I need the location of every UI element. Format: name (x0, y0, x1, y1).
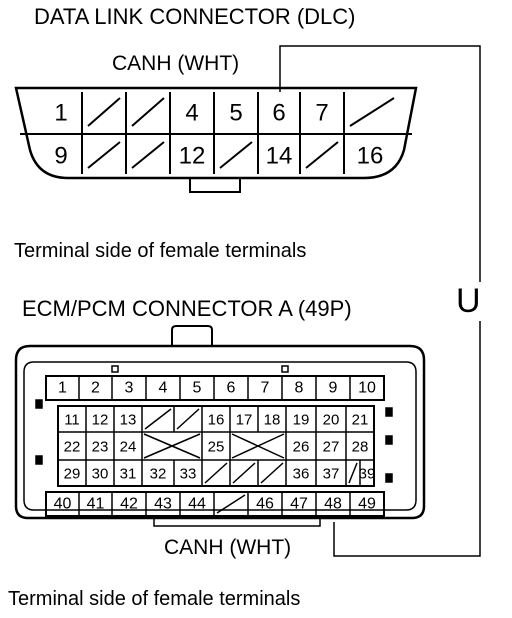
ecm-side-tab (385, 435, 393, 445)
ecm-blank-cell-slash (176, 408, 200, 430)
ecm-bottom-lip (153, 516, 321, 527)
ecm-pin-number: 3 (125, 380, 134, 397)
ecm-pin-number: 25 (208, 439, 225, 456)
ecm-pin-number: 23 (92, 439, 109, 456)
ecm-pin-number: 28 (352, 439, 369, 456)
ecm-pin-number: 33 (180, 466, 197, 483)
ecm-side-tab (35, 455, 43, 465)
ecm-pin-number: 13 (120, 412, 137, 429)
continuity-symbol: U (454, 282, 483, 321)
ecm-pin-number: 1 (58, 380, 67, 397)
ecm-pin-number: 11 (64, 412, 80, 429)
ecm-pin-number: 41 (87, 496, 105, 513)
ecm-pin-number: 18 (264, 412, 281, 429)
dlc-blank-cell-slash (349, 97, 395, 127)
dlc-blank-cell-slash (305, 141, 339, 169)
ecm-pin-number: 19 (293, 412, 310, 429)
dlc-side-note: Terminal side of female terminals (14, 240, 307, 262)
ecm-side-tab (385, 407, 393, 417)
ecm-pin-number: 22 (64, 439, 81, 456)
ecm-pin-number: 47 (290, 496, 308, 513)
ecm-pin-number: 29 (64, 466, 81, 483)
ecm-pin-number: 9 (329, 380, 338, 397)
ecm-blank-cell-slash (144, 408, 172, 430)
ecm-pin-number: 48 (324, 496, 342, 513)
ecm-pin-number: 4 (159, 380, 168, 397)
ecm-pin-number: 42 (120, 496, 138, 513)
ecm-pin-number: 40 (54, 496, 72, 513)
ecm-key-mark (281, 365, 289, 373)
ecm-blank-cell-slash (260, 462, 284, 484)
ecm-pin-number: 21 (352, 412, 369, 429)
dlc-pin-number: 6 (272, 100, 285, 127)
ecm-blank-cell-slash (232, 462, 256, 484)
ecm-pin-number: 26 (293, 439, 310, 456)
ecm-pin-number: 12 (92, 412, 109, 429)
dlc-pin-number: 9 (54, 143, 67, 170)
ecm-pin-number: 27 (323, 439, 340, 456)
ecm-blank-cell-slash (216, 494, 246, 514)
dlc-pin-number: 4 (185, 100, 198, 127)
ecm-pin-number: 16 (208, 412, 225, 429)
ecm-blank-block-cross (143, 433, 201, 459)
dlc-title: DATA LINK CONNECTOR (DLC) (34, 4, 356, 29)
ecm-key-mark (111, 365, 119, 373)
ecm-pin-number: 5 (193, 380, 202, 397)
ecm-side-tab (35, 399, 43, 409)
ecm-pin-number: 31 (120, 466, 137, 483)
ecm-top-latch (171, 325, 213, 346)
ecm-pin-number: 49 (358, 496, 376, 513)
dlc-pin-number: 7 (315, 100, 328, 127)
ecm-blank-block-cross (231, 433, 285, 459)
dlc-blank-cell-slash (131, 141, 165, 169)
ecm-pin-number: 17 (236, 412, 253, 429)
dlc-canh-label: CANH (WHT) (112, 52, 240, 75)
ecm-title: ECM/PCM CONNECTOR A (49P) (22, 296, 352, 321)
ecm-side-note: Terminal side of female terminals (8, 588, 301, 610)
ecm-pin-number: 36 (293, 466, 310, 483)
dlc-pin-number: 12 (179, 143, 206, 170)
ecm-row1-frame (45, 375, 385, 401)
ecm-row5-frame (45, 491, 385, 517)
dlc-pin-number: 1 (54, 100, 67, 127)
ecm-pin-number: 6 (227, 380, 236, 397)
ecm-blank-cell-slash (348, 462, 358, 484)
ecm-pin-number: 43 (154, 496, 172, 513)
dlc-latch (189, 178, 241, 193)
dlc-pin-number: 14 (266, 143, 293, 170)
ecm-pin-number: 37 (323, 466, 340, 483)
ecm-canh-label: CANH (WHT) (164, 536, 292, 559)
ecm-pin-number: 2 (91, 380, 100, 397)
ecm-pin-number: 24 (120, 439, 137, 456)
dlc-blank-cell-slash (219, 141, 253, 169)
ecm-pin-number: 10 (358, 380, 376, 397)
dlc-blank-cell-slash (87, 97, 121, 127)
ecm-side-tab (385, 473, 393, 483)
ecm-pin-number: 32 (150, 466, 167, 483)
ecm-pin-number: 20 (323, 412, 340, 429)
ecm-connector-shell (14, 344, 426, 520)
ecm-pin-number: 7 (261, 380, 270, 397)
ecm-blank-cell-slash (204, 462, 228, 484)
dlc-pin-number: 16 (357, 143, 384, 170)
ecm-middle-block (57, 405, 375, 487)
dlc-blank-cell-slash (131, 97, 165, 127)
ecm-pin-number: 39 (359, 466, 376, 483)
dlc-pin-number: 5 (229, 100, 242, 127)
ecm-pin-number: 44 (188, 496, 206, 513)
ecm-pin-number: 46 (256, 496, 274, 513)
dlc-connector-body (14, 86, 418, 180)
dlc-blank-cell-slash (87, 141, 121, 169)
ecm-connector-inner-shell (23, 361, 417, 511)
ecm-pin-number: 8 (295, 380, 304, 397)
ecm-pin-number: 30 (92, 466, 109, 483)
